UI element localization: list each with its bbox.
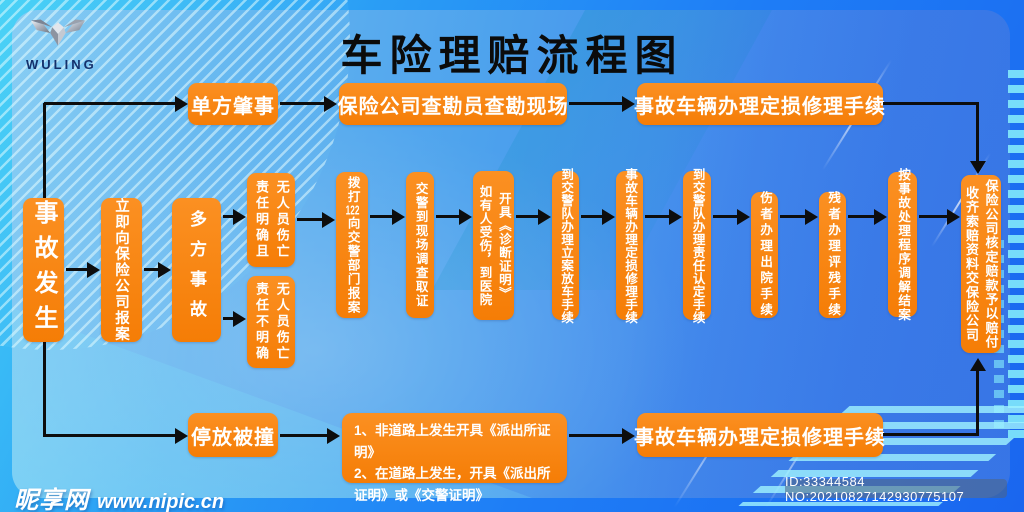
arrow-down-to-final bbox=[976, 103, 979, 162]
arrow-diagnosis-to-release bbox=[516, 215, 538, 218]
connector-bottom-right bbox=[883, 433, 979, 436]
arrow-clear-to-dial bbox=[297, 218, 322, 221]
arrow-survey-to-repair bbox=[569, 102, 622, 105]
flow-node-parked-hit: 停放被撞 bbox=[188, 413, 278, 457]
flow-node-no-casualty-unclear: 无人员伤亡 责任不明确 bbox=[247, 276, 295, 368]
arrow-solo-to-survey bbox=[280, 102, 324, 105]
arrow-to-parked bbox=[44, 434, 175, 437]
flow-node-vehicle-repair-top: 事故车辆办理定损修理手续 bbox=[634, 83, 885, 125]
flow-node-mediation-close: 按事故处理程序调解结案 bbox=[888, 168, 917, 322]
arrow-note-to-repair bbox=[569, 434, 622, 437]
flow-node-diagnosis-cert: 开具《诊断证明》 如有人受伤，到医院 bbox=[473, 171, 514, 320]
flow-node-disability-assess: 残者办理评残手续 bbox=[819, 191, 846, 319]
flow-node-police-investigate: 交警到现场调查取证 bbox=[406, 172, 434, 318]
decor-building-bars bbox=[1008, 70, 1024, 440]
arrow-police-to-diagnosis bbox=[436, 215, 459, 218]
flow-node-case-release-car: 到交警队办理立案放车手续 bbox=[552, 168, 579, 324]
connector-start-up bbox=[43, 103, 46, 198]
watermark-site: 昵享网 bbox=[14, 487, 89, 512]
arrow-dial-to-police bbox=[370, 215, 392, 218]
flow-node-accident-occurs: 事故发生 bbox=[23, 198, 64, 342]
arrow-parked-to-note bbox=[280, 434, 327, 437]
arrow-multi-to-clear bbox=[223, 215, 233, 218]
flow-node-insurer-survey: 保险公司查勘员查勘现场 bbox=[338, 83, 568, 125]
flow-node-liability-confirm: 到交警队办理责任认定手续 bbox=[683, 168, 711, 324]
flow-node-vehicle-repair-mid: 事故车辆办理定损修理手续 bbox=[616, 168, 643, 324]
note-line-2: 2、在道路上发生，开具《派出所证明》或《交警证明》 bbox=[354, 466, 551, 503]
connector-top-right bbox=[883, 102, 979, 105]
arrow-up-to-final bbox=[976, 370, 979, 436]
arrow-mediation-to-final bbox=[919, 215, 947, 218]
flow-node-solo-accident: 单方肇事 bbox=[188, 83, 278, 125]
page-title: 车险理赔流程图 bbox=[340, 32, 684, 79]
arrow-report-to-multi bbox=[144, 268, 158, 271]
id-badge: ID:33344584 NO:20210827142930775107 bbox=[785, 474, 1007, 504]
arrow-multi-to-unclear bbox=[223, 317, 233, 320]
note-line-1: 1、非道路上发生开具《派出所证明》 bbox=[354, 423, 551, 460]
connector-start-down bbox=[43, 342, 46, 437]
arrow-release-to-repair bbox=[581, 215, 602, 218]
arrow-disability-to-mediation bbox=[848, 215, 874, 218]
flow-node-report-insurer: 立即向保险公司报案 bbox=[101, 198, 142, 342]
arrow-start-to-report bbox=[66, 268, 87, 271]
flow-node-final-settlement: 保险公司核定赔款予以赔付 收齐索赔资料交保险公司 bbox=[961, 175, 1001, 353]
flow-node-certificate-note: 1、非道路上发生开具《派出所证明》 2、在道路上发生，开具《派出所证明》或《交警… bbox=[342, 413, 567, 503]
flow-node-vehicle-repair-bottom: 事故车辆办理定损修理手续 bbox=[634, 413, 885, 457]
arrow-discharge-to-disability bbox=[780, 215, 805, 218]
flow-node-multi-party: 多方事故 bbox=[172, 198, 221, 342]
arrow-repair-to-liability bbox=[645, 215, 669, 218]
watermark: 昵享网 www.nipic.cn bbox=[14, 480, 224, 512]
flow-node-no-casualty-clear: 无人员伤亡 责任明确且 bbox=[247, 173, 295, 267]
watermark-url: www.nipic.cn bbox=[97, 491, 225, 512]
flow-node-injured-discharge: 伤者办理出院手续 bbox=[751, 191, 778, 319]
flow-node-dial-122: 拨打122向交警部门报案 bbox=[336, 172, 368, 318]
arrow-liability-to-discharge bbox=[713, 215, 737, 218]
arrow-to-solo bbox=[44, 102, 175, 105]
